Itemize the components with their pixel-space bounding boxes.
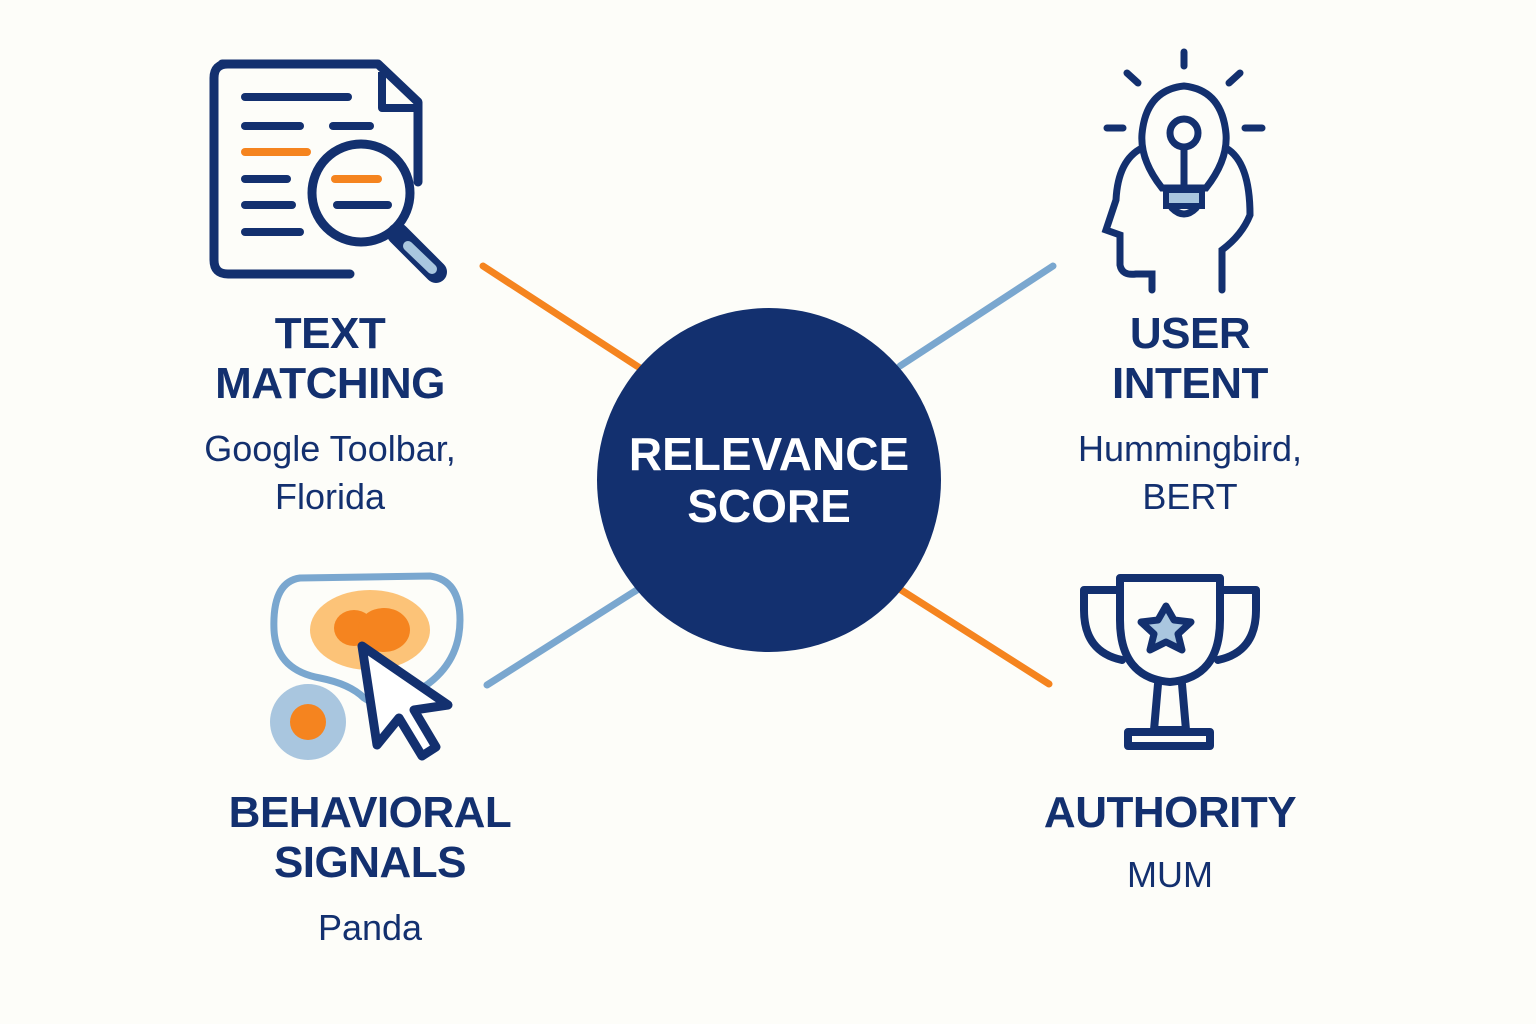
trophy-star-icon (1080, 574, 1260, 750)
update-name: Panda (317, 907, 423, 948)
behavioral-signals-updates: Panda (200, 904, 540, 952)
authority-updates: MUM (1010, 851, 1330, 899)
title-line: USER (1129, 309, 1251, 358)
title-line: INTENT (1112, 359, 1268, 408)
user-intent-updates: Hummingbird, BERT (1030, 425, 1350, 521)
behavioral-signals-title: BEHAVIORAL SIGNALS (200, 788, 540, 888)
update-name: Hummingbird, (1077, 428, 1303, 469)
connector-authority (894, 584, 1053, 688)
connector-text-matching (479, 262, 644, 372)
document-search-icon (209, 59, 447, 283)
update-name: MUM (1127, 854, 1213, 895)
update-name: Google Toolbar, (204, 428, 456, 469)
hub-line-2: SCORE (687, 480, 851, 532)
title-line: SIGNALS (273, 838, 467, 887)
title-line: AUTHORITY (1043, 788, 1297, 837)
text-matching-title: TEXT MATCHING (170, 309, 490, 409)
update-name: BERT (1142, 476, 1238, 517)
heatmap-cursor-icon (270, 572, 464, 761)
relevance-score-hub: RELEVANCE SCORE (597, 308, 941, 652)
head-lightbulb-icon (1101, 48, 1266, 294)
update-name: Florida (274, 476, 386, 517)
text-matching-updates: Google Toolbar, Florida (170, 425, 490, 521)
title-line: BEHAVIORAL (228, 788, 512, 837)
authority-title: AUTHORITY (1010, 788, 1330, 838)
hub-line-1: RELEVANCE (628, 428, 910, 480)
user-intent-title: USER INTENT (1030, 309, 1350, 409)
connector-user-intent (896, 262, 1057, 370)
title-line: MATCHING (215, 359, 445, 408)
title-line: TEXT (274, 309, 386, 358)
connector-behavioral-signals (483, 584, 644, 689)
